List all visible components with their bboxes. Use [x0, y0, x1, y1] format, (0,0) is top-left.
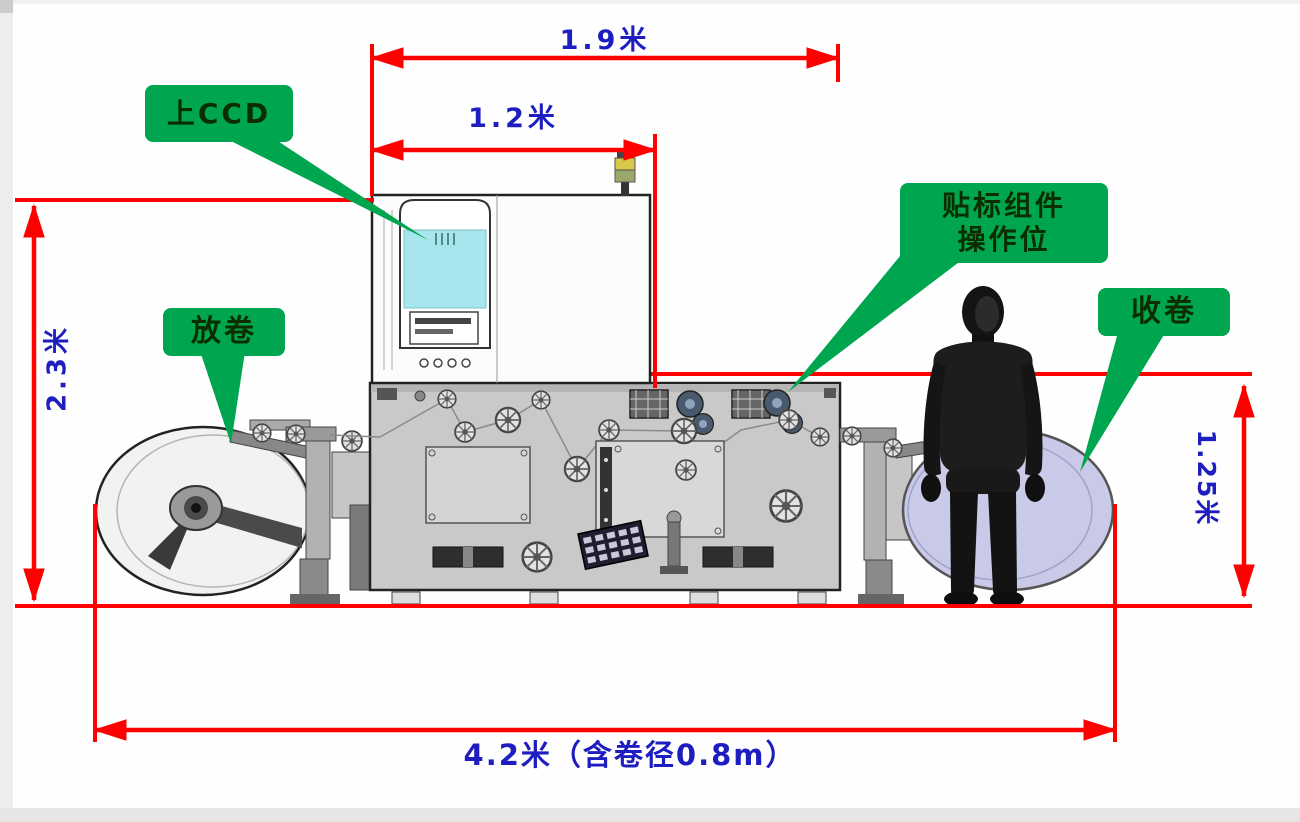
- callout-arrow-upper-ccd: [205, 128, 428, 240]
- callout-upper-ccd: 上CCD: [145, 85, 293, 142]
- callout-labeling-station: 贴标组件 操作位: [900, 183, 1108, 263]
- rewind-stand: [839, 426, 961, 604]
- dim-label-total-length: 4.2米（含卷径0.8m）: [463, 738, 797, 772]
- ccd-grille: [435, 233, 455, 245]
- machine-body: [329, 381, 842, 605]
- ccd-display: [409, 311, 479, 345]
- label-heads: [629, 389, 804, 435]
- callout-arrow-rewind: [1080, 325, 1170, 472]
- unwind-stand: [229, 419, 373, 604]
- callout-labeling-station-line1: 贴标组件: [941, 189, 1066, 223]
- slide-edge-top: [0, 0, 1300, 4]
- signal-lamp: [614, 152, 636, 196]
- ccd-tower: [399, 199, 491, 368]
- dim-label-machine-height: 2.3米: [42, 323, 73, 413]
- slide-edge-left: [0, 0, 13, 822]
- callout-unwind: 放卷: [163, 308, 285, 356]
- callout-arrow-unwind: [198, 345, 246, 444]
- callout-arrows: [198, 128, 1170, 472]
- callout-rewind-label: 收卷: [1131, 294, 1197, 329]
- callout-arrow-labeling-station: [788, 250, 975, 392]
- slide-edge-bottom: [0, 808, 1300, 822]
- control-cabinet: [370, 152, 652, 385]
- dim-label-cabinet-width: 1.2米: [468, 103, 559, 134]
- dimension-lines: [15, 44, 1255, 742]
- machine-illustration: [94, 152, 1115, 607]
- unwind-roll: [94, 425, 312, 597]
- callout-unwind-label: 放卷: [191, 314, 257, 349]
- dim-label-roll-height: 1.25米: [1191, 429, 1221, 527]
- control-keypad: [577, 519, 649, 571]
- slide-edge-corner: [0, 0, 13, 13]
- callout-rewind: 收卷: [1098, 288, 1230, 336]
- callout-upper-ccd-label: 上CCD: [166, 96, 272, 130]
- operator-figure: [921, 286, 1045, 607]
- callout-labeling-station-line2: 操作位: [957, 223, 1051, 256]
- dim-label-machine-width: 1.9米: [559, 25, 651, 56]
